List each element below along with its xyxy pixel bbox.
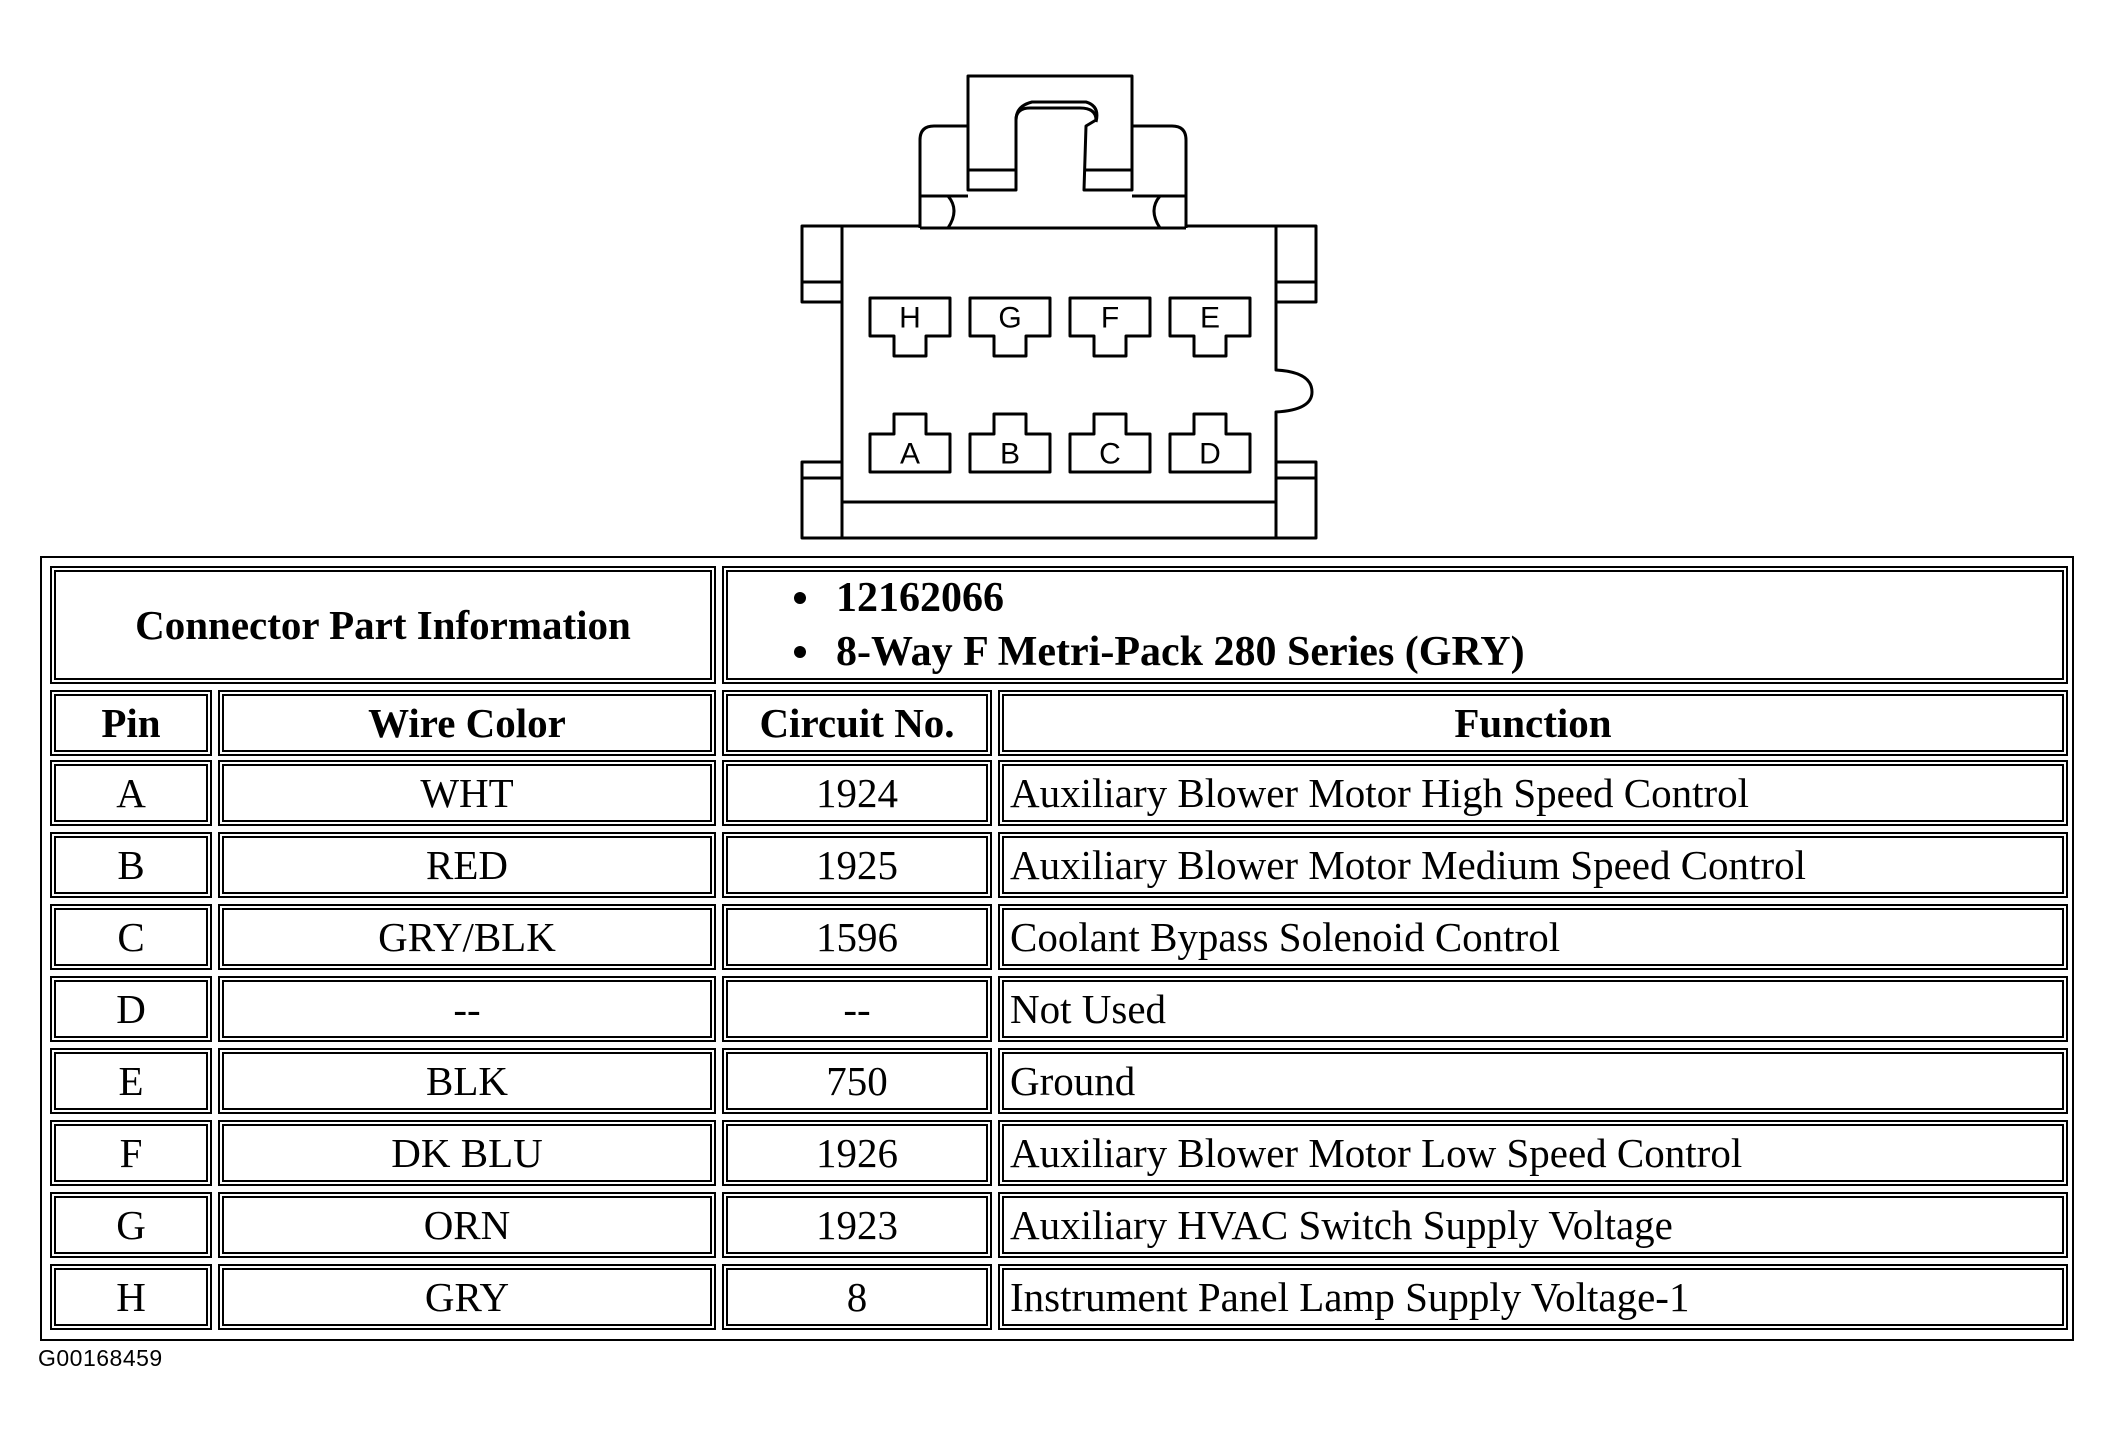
circuit-cell: 750 bbox=[722, 1048, 992, 1114]
pin-cell: H bbox=[50, 1264, 212, 1330]
wire-color-cell: DK BLU bbox=[218, 1120, 716, 1186]
header-circuit-no: Circuit No. bbox=[722, 690, 992, 756]
pin-cell: A bbox=[50, 760, 212, 826]
connector-lock-tab bbox=[918, 74, 1188, 229]
pin-label: D bbox=[1199, 438, 1221, 471]
pin-label: B bbox=[1000, 438, 1020, 471]
pin-cell: F bbox=[50, 1120, 212, 1186]
pin-cell: C bbox=[50, 904, 212, 970]
function-cell: Ground bbox=[998, 1048, 2068, 1114]
function-cell: Auxiliary Blower Motor High Speed Contro… bbox=[998, 760, 2068, 826]
circuit-cell: 1923 bbox=[722, 1192, 992, 1258]
part-info-text: 8-Way F Metri-Pack 280 Series (GRY) bbox=[836, 629, 1525, 675]
bullet-icon bbox=[794, 646, 806, 658]
part-info-item: 12162066 bbox=[794, 571, 1004, 625]
bullet-icon bbox=[794, 592, 806, 604]
pin-label: A bbox=[900, 438, 920, 471]
circuit-cell: 1924 bbox=[722, 760, 992, 826]
function-cell: Auxiliary HVAC Switch Supply Voltage bbox=[998, 1192, 2068, 1258]
wire-color-cell: ORN bbox=[218, 1192, 716, 1258]
pin-cavity-c: C bbox=[1068, 412, 1152, 474]
part-info-item: 8-Way F Metri-Pack 280 Series (GRY) bbox=[794, 625, 1525, 679]
function-cell: Instrument Panel Lamp Supply Voltage-1 bbox=[998, 1264, 2068, 1330]
circuit-cell: 1925 bbox=[722, 832, 992, 898]
pin-cavity-g: G bbox=[968, 296, 1052, 358]
wire-color-cell: GRY/BLK bbox=[218, 904, 716, 970]
circuit-cell: -- bbox=[722, 976, 992, 1042]
pin-label: H bbox=[899, 302, 921, 335]
wire-color-cell: BLK bbox=[218, 1048, 716, 1114]
wire-color-cell: GRY bbox=[218, 1264, 716, 1330]
figure-id: G00168459 bbox=[38, 1345, 163, 1371]
function-cell: Not Used bbox=[998, 976, 2068, 1042]
circuit-cell: 1596 bbox=[722, 904, 992, 970]
pin-cavity-f: F bbox=[1068, 296, 1152, 358]
pin-label: G bbox=[998, 302, 1021, 335]
circuit-cell: 1926 bbox=[722, 1120, 992, 1186]
pin-cavity-a: A bbox=[868, 412, 952, 474]
function-cell: Auxiliary Blower Motor Low Speed Control bbox=[998, 1120, 2068, 1186]
pin-label: C bbox=[1099, 438, 1121, 471]
circuit-cell: 8 bbox=[722, 1264, 992, 1330]
header-wire-color: Wire Color bbox=[218, 690, 716, 756]
part-info-text: 12162066 bbox=[836, 575, 1004, 621]
pin-cavity-e: E bbox=[1168, 296, 1252, 358]
pin-cell: D bbox=[50, 976, 212, 1042]
pin-cell: E bbox=[50, 1048, 212, 1114]
pin-cavity-b: B bbox=[968, 412, 1052, 474]
function-cell: Coolant Bypass Solenoid Control bbox=[998, 904, 2068, 970]
pin-cell: G bbox=[50, 1192, 212, 1258]
header-pin: Pin bbox=[50, 690, 212, 756]
pin-cavity-h: H bbox=[868, 296, 952, 358]
wire-color-cell: -- bbox=[218, 976, 716, 1042]
function-cell: Auxiliary Blower Motor Medium Speed Cont… bbox=[998, 832, 2068, 898]
wire-color-cell: WHT bbox=[218, 760, 716, 826]
connector-housing bbox=[800, 224, 1318, 540]
connector-pins: H G F E A B C D bbox=[868, 296, 1252, 474]
pinout-table: Connector Part Information 12162066 8-Way … bbox=[40, 556, 2074, 1341]
pin-label: F bbox=[1101, 302, 1119, 335]
part-info-values: 12162066 8-Way F Metri-Pack 280 Series (G… bbox=[722, 566, 2068, 684]
pin-cell: B bbox=[50, 832, 212, 898]
connector-face-diagram: H G F E A B C D bbox=[800, 74, 1318, 540]
pin-cavity-d: D bbox=[1168, 412, 1252, 474]
wire-color-cell: RED bbox=[218, 832, 716, 898]
pin-label: E bbox=[1200, 302, 1220, 335]
header-function: Function bbox=[998, 690, 2068, 756]
part-info-label: Connector Part Information bbox=[50, 566, 716, 684]
